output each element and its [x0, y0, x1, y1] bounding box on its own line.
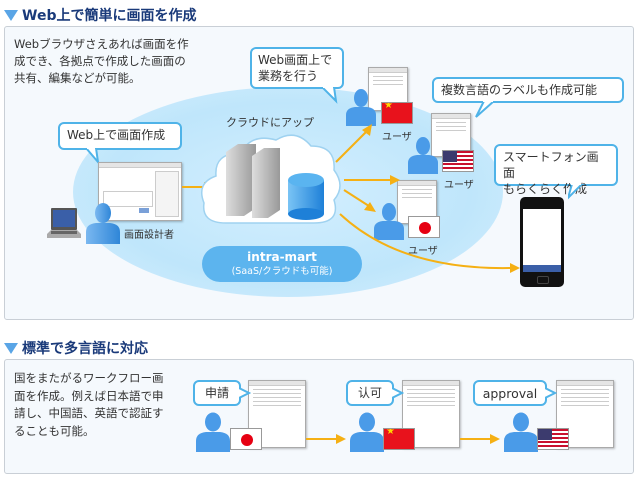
bubble-tail	[322, 87, 338, 104]
step3-person-icon	[504, 412, 538, 452]
intra-mart-badge: intra-mart (SaaS/クラウドも可能)	[202, 246, 362, 282]
bubble-apply: 申請	[193, 380, 241, 406]
designer-person-icon	[86, 203, 120, 244]
bubble-smartphone: スマートフォン画面 もらくらく作成	[494, 144, 618, 196]
japan-flag-icon	[408, 216, 440, 238]
bubble-approval-english: approval	[473, 380, 547, 406]
china-flag-icon: ★	[381, 102, 413, 124]
section-title-web-creation: Web上で簡単に画面を作成	[4, 5, 196, 25]
bubble-tail	[84, 148, 100, 164]
arrow-step2-to-step3	[460, 434, 500, 444]
panel-multilanguage	[4, 359, 634, 474]
japan-flag-icon	[230, 428, 262, 450]
bubble-multilanguage: 複数言語のラベルも作成可能	[432, 77, 624, 103]
usa-flag-icon	[442, 150, 474, 172]
designer-label: 画面設計者	[124, 230, 174, 241]
triangle-down-icon	[4, 342, 18, 354]
user2-label: ユーザ	[444, 180, 474, 191]
section-title-multilanguage: 標準で多言語に対応	[4, 338, 148, 358]
section1-description: Webブラウザさえあれば画面を作 成でき、各拠点で作成した画面の 共有、編集など…	[14, 37, 189, 85]
user3-label: ユーザ	[408, 246, 438, 257]
bubble-approve-chinese: 认可	[346, 380, 394, 406]
step2-person-icon	[350, 412, 384, 452]
triangle-down-icon	[4, 9, 18, 21]
step1-person-icon	[196, 412, 230, 452]
laptop-icon	[47, 208, 81, 238]
user1-person-icon	[346, 89, 376, 126]
user2-person-icon	[408, 137, 438, 174]
arrow-step1-to-step2	[306, 434, 346, 444]
designer-screen-mockup	[98, 162, 182, 221]
server-database-icon	[226, 144, 324, 220]
bubble-tail	[568, 184, 584, 200]
bubble-tail	[392, 387, 404, 399]
china-flag-icon: ★	[383, 428, 415, 450]
smartphone-icon	[520, 197, 564, 287]
bubble-web-design: Web上で画面作成	[58, 122, 182, 150]
bubble-web-business: Web画面上で 業務を行う	[250, 47, 344, 89]
bubble-tail	[239, 387, 251, 399]
section2-description: 国をまたがるワークフロー画 面を作成。例えば日本語で申 請し、中国語、英語で認証…	[14, 371, 164, 438]
user3-person-icon	[374, 203, 404, 240]
usa-flag-icon	[537, 428, 569, 450]
bubble-tail	[475, 101, 496, 118]
user1-label: ユーザ	[382, 132, 412, 143]
distribution-arrows	[335, 124, 520, 273]
cloud-upload-label: クラウドにアップ	[226, 116, 314, 129]
bubble-tail	[545, 387, 557, 399]
